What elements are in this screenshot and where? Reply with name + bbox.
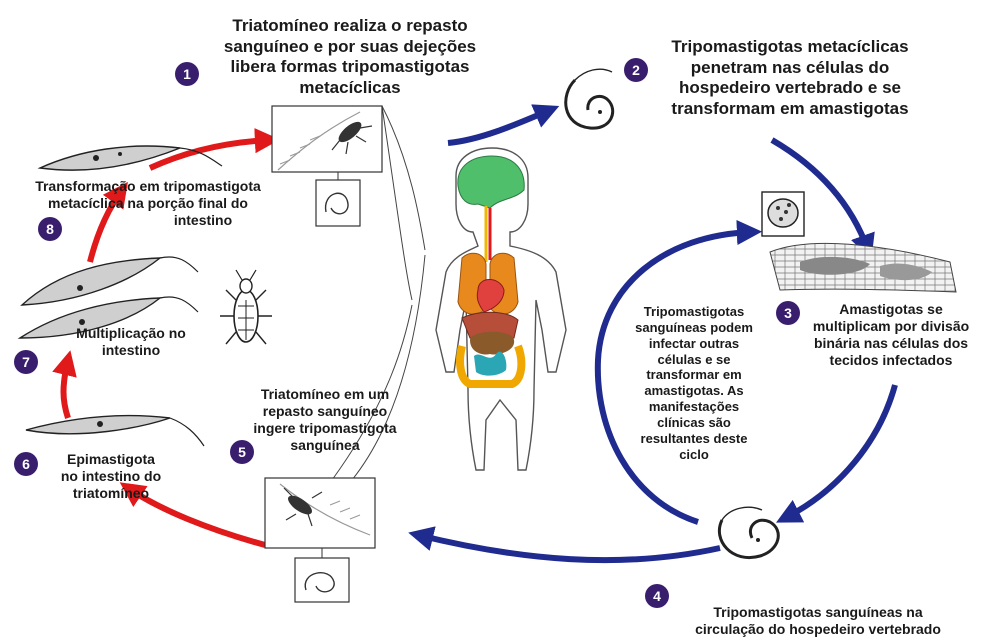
inner-cycle-label: Tripomastigotas sanguíneas podem infecta… [618, 304, 770, 463]
epimastigote-step-6 [26, 416, 204, 446]
arrow-1-to-2 [448, 110, 550, 143]
step-6-label: Epimastigota no intestino do triatomíneo [36, 451, 186, 502]
step-1-badge: 1 [175, 62, 199, 86]
blood-trypomastigote [719, 507, 778, 557]
step-6-badge: 6 [14, 452, 38, 476]
triatomine-bug-icon [220, 270, 272, 344]
step-1-label: Triatomíneo realiza o repasto sanguíneo … [205, 16, 495, 99]
feeding-panel-bottom [265, 478, 375, 602]
step-3-label: Amastigotas se multiplicam por divisão b… [798, 301, 984, 369]
step-4-badge: 4 [645, 584, 669, 608]
arrow-3-to-4 [785, 385, 895, 518]
metacyclic-trypomastigote [566, 69, 613, 128]
arrow-8-to-1 [150, 140, 270, 168]
step-2-label: Tripomastigotas metacíclicas penetram na… [640, 37, 940, 120]
step-3-badge: 3 [776, 301, 800, 325]
arrow-6-to-7 [64, 360, 69, 418]
step-2-badge: 2 [624, 58, 648, 82]
human-figure [436, 148, 566, 470]
step-5-label: Triatomíneo em um repasto sanguíneo inge… [236, 386, 414, 454]
arrow-4-to-5 [418, 535, 720, 560]
step-7-badge: 7 [14, 350, 38, 374]
step-8-badge: 8 [38, 217, 62, 241]
step-4-label: Tripomastigotas sanguíneas na circulação… [668, 604, 968, 638]
step-7-label: Multiplicação no intestino [58, 325, 204, 359]
infected-tissue [762, 192, 956, 292]
step-5-badge: 5 [230, 440, 254, 464]
